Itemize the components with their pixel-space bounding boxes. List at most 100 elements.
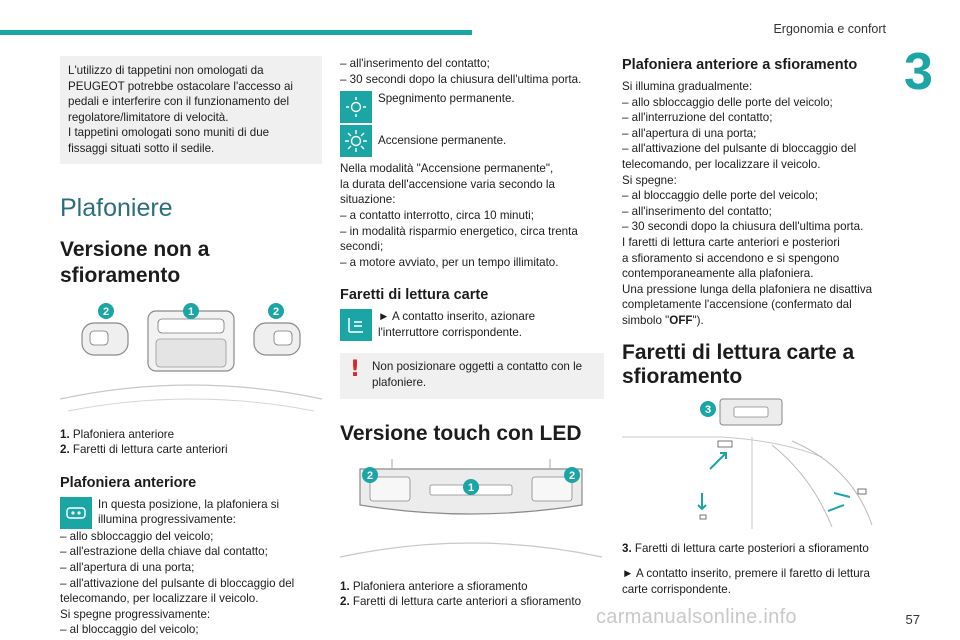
body-line: telecomando, per localizzare il veicolo. xyxy=(60,592,259,606)
caption-number: 3. xyxy=(622,541,632,555)
caption-text: Faretti di lettura carte anteriori xyxy=(72,443,228,457)
watermark: carmanualsonline.info xyxy=(596,606,797,628)
badge-3: 3 xyxy=(705,404,711,416)
body-text-continued: – all'inserimento del contatto; – 30 sec… xyxy=(340,56,604,87)
body-line: – all'interruzione del contatto; xyxy=(622,111,773,125)
heading-line: sfioramento xyxy=(622,364,743,388)
body-line: – all'inserimento del contatto; xyxy=(622,204,772,218)
body-text-auto: – allo sbloccaggio del veicolo; – all'es… xyxy=(60,529,322,638)
body-line: – allo sbloccaggio del veicolo; xyxy=(60,529,214,543)
body-line: – all'attivazione del pulsante di blocca… xyxy=(622,142,857,156)
icon-desc-line: illumina progressivamente: xyxy=(98,513,236,527)
body-line: secondi; xyxy=(340,240,384,254)
reading-instruction-line: l'interruttore corrispondente. xyxy=(378,325,522,339)
caption-text: Plafoniera anteriore a sfioramento xyxy=(352,579,528,593)
illustration-rear-reading-lights: 3 xyxy=(622,397,884,537)
action-line: carte corrispondente. xyxy=(622,582,731,596)
body-line: Una pressione lunga della plafoniera ne … xyxy=(622,282,873,296)
body-line: – all'apertura di una porta; xyxy=(60,560,195,574)
caption-list: 1. Plafoniera anteriore a sfioramento 2.… xyxy=(340,579,604,610)
off-symbol: OFF xyxy=(669,313,693,327)
page-number: 57 xyxy=(905,612,920,627)
light-auto-icon xyxy=(60,496,92,529)
icon-desc-line: In questa posizione, la plafoniera si xyxy=(98,497,280,511)
heading-non-touch-version: Versione non a sfioramento xyxy=(60,237,210,287)
info-line: regolatore/limitatore di velocità. xyxy=(68,110,229,124)
info-line: L'utilizzo di tappetini non omologati da xyxy=(68,64,264,77)
warning-icon: ! xyxy=(350,357,361,383)
warning-line: plafoniere. xyxy=(372,375,427,389)
badge-2-right: 2 xyxy=(569,470,575,482)
icon-row-auto: In questa posizione, la plafoniera si il… xyxy=(60,496,322,529)
body-line: I faretti di lettura carte anteriori e p… xyxy=(622,235,840,249)
body-line: Nella modalità "Accensione permanente", xyxy=(340,162,554,176)
off-prefix: simbolo " xyxy=(622,313,670,327)
warning-line: Non posizionare oggetti a contatto con l… xyxy=(372,360,583,374)
caption-number: 2. xyxy=(340,595,350,609)
info-line: fissaggi situati sotto il sedile. xyxy=(68,141,215,155)
heading-reading-lights: Faretti di lettura carte xyxy=(340,287,489,304)
body-line: – allo sbloccaggio delle porte del veico… xyxy=(622,95,833,109)
badge-1: 1 xyxy=(188,306,194,318)
chapter-number: 3 xyxy=(904,43,933,101)
body-line-off-symbol: simbolo "OFF"). xyxy=(622,313,888,329)
body-line: – all'apertura di una porta; xyxy=(622,126,757,140)
illustration-non-touch-lights: 2 1 2 xyxy=(60,299,322,417)
body-line: – all'estrazione della chiave dal contat… xyxy=(60,545,268,559)
body-line: a sfioramento si accendono e si spengono xyxy=(622,251,840,265)
icon-row-reading: ► A contatto inserito, azionare l'interr… xyxy=(340,309,604,342)
body-line: telecomando, per localizzare il veicolo. xyxy=(622,157,821,171)
heading-touch-led: Versione touch con LED xyxy=(340,421,582,445)
body-line: Si spegne progressivamente: xyxy=(60,607,211,621)
caption-number: 2. xyxy=(60,443,70,457)
chapter-title: Ergonomia e confort xyxy=(773,22,886,36)
body-line: la durata dell'accensione varia secondo … xyxy=(340,177,555,191)
caption-text: Plafoniera anteriore xyxy=(72,427,175,441)
body-line: situazione: xyxy=(340,193,396,207)
body-line: – a contatto interrotto, circa 10 minuti… xyxy=(340,208,534,222)
body-line: – all'attivazione del pulsante di blocca… xyxy=(60,576,295,590)
body-line: – al bloccaggio delle porte del veicolo; xyxy=(622,189,818,203)
illustration-touch-lights: 2 1 2 xyxy=(340,458,602,571)
info-line: pedali e interferire con il funzionament… xyxy=(68,95,290,109)
body-line: – 30 secondi dopo la chiusura dell'ultim… xyxy=(340,72,582,86)
caption-list: 1. Plafoniera anteriore 2. Faretti di le… xyxy=(60,427,322,458)
body-line: Si spegne: xyxy=(622,173,677,187)
warning-box: ! Non posizionare oggetti a contatto con… xyxy=(340,353,604,399)
body-line: – all'inserimento del contatto; xyxy=(340,57,490,70)
body-line: – a motore avviato, per un tempo illimit… xyxy=(340,255,559,269)
heading-front-ceiling-light: Plafoniera anteriore xyxy=(60,474,197,491)
icon-row-off: Spegnimento permanente. xyxy=(340,91,604,124)
body-line: – in modalità risparmio energetico, circ… xyxy=(340,224,578,238)
badge-1: 1 xyxy=(468,482,474,494)
caption-number: 1. xyxy=(60,427,70,441)
column-1: L'utilizzo di tappetini non omologati da… xyxy=(60,50,322,638)
body-line: completamente l'accensione (confermato d… xyxy=(622,298,852,312)
info-box-mats: L'utilizzo di tappetini non omologati da… xyxy=(60,56,322,164)
badge-2-left: 2 xyxy=(367,470,373,482)
off-suffix: "). xyxy=(692,313,704,327)
badge-2-right: 2 xyxy=(273,306,279,318)
body-line: – al bloccaggio del veicolo; xyxy=(60,623,199,637)
reading-instruction-line: ► A contatto inserito, azionare xyxy=(378,310,536,324)
column-2: – all'inserimento del contatto; – 30 sec… xyxy=(340,50,604,610)
info-line: PEUGEOT potrebbe ostacolare l'accesso ai xyxy=(68,79,293,93)
light-off-icon xyxy=(340,91,372,124)
caption-text: Faretti di lettura carte posteriori a sf… xyxy=(634,541,869,555)
caption-text: Faretti di lettura carte anteriori a sfi… xyxy=(352,595,582,609)
body-line: Si illumina gradualmente: xyxy=(622,80,753,93)
caption-list: 3. Faretti di lettura carte posteriori a… xyxy=(622,541,888,557)
action-instruction: ► A contatto inserito, premere il farett… xyxy=(622,566,888,597)
icon-row-on: Accensione permanente. xyxy=(340,125,604,158)
badge-2-left: 2 xyxy=(103,306,109,318)
header-accent-bar xyxy=(0,30,472,35)
reading-light-icon xyxy=(340,309,372,342)
info-line: I tappetini omologati sono muniti di due xyxy=(68,126,270,140)
caption-number: 1. xyxy=(340,579,350,593)
column-3: Plafoniera anteriore a sfioramento Si il… xyxy=(622,50,888,597)
icon-on-label: Accensione permanente. xyxy=(378,134,507,148)
body-line: contemporaneamente alla plafoniera. xyxy=(622,267,814,281)
section-title-plafoniere: Plafoniere xyxy=(60,193,173,222)
body-text-touch: Si illumina gradualmente: – allo sblocca… xyxy=(622,79,888,329)
heading-touch-front-light: Plafoniera anteriore a sfioramento xyxy=(622,57,858,73)
